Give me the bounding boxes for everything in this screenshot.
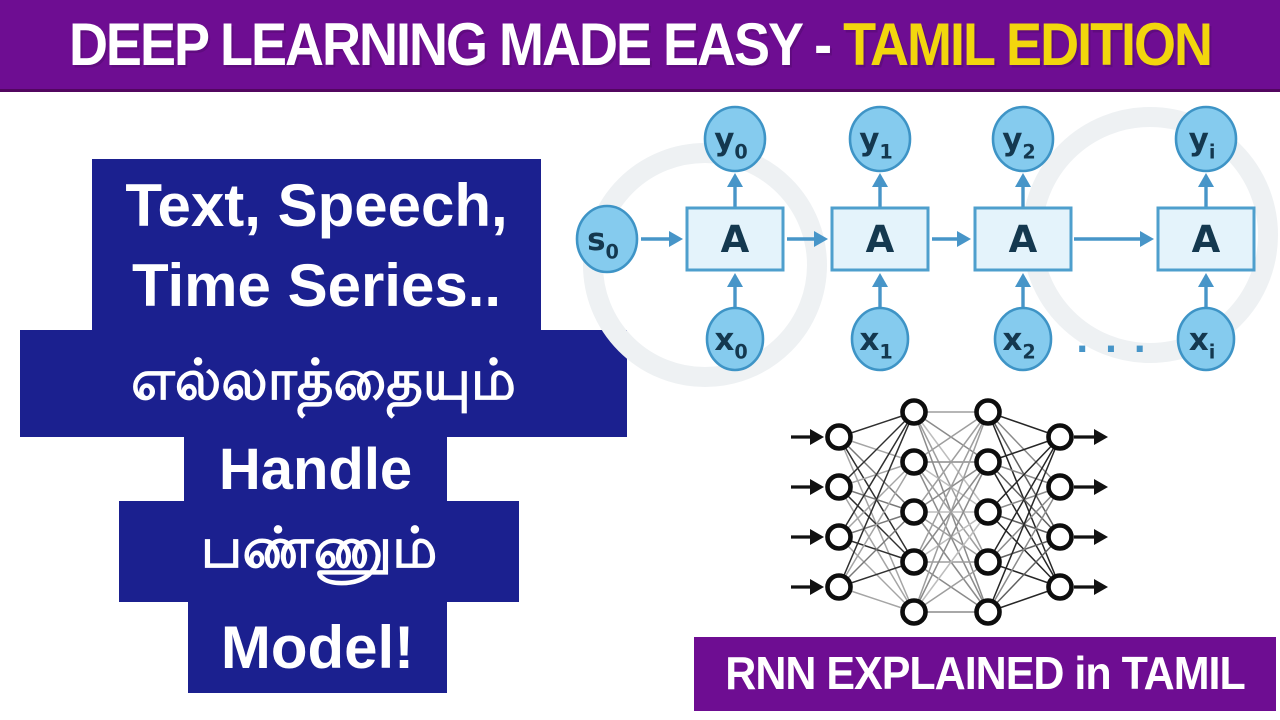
rnn-output-label: y0	[714, 122, 748, 164]
nn-node	[900, 598, 928, 626]
headline-box-2: எல்லாத்தையும்	[20, 330, 627, 437]
headline-line-5: பண்ணும்	[200, 516, 438, 579]
nn-node	[1046, 573, 1074, 601]
rnn-cell	[1156, 206, 1256, 272]
nn-node	[1046, 423, 1074, 451]
rnn-output-label: y1	[859, 122, 893, 164]
headline-line-1: Text, Speech,	[125, 171, 508, 239]
rnn-input-label: xi	[1189, 322, 1216, 364]
rnn-input-label: x0	[714, 322, 747, 364]
rnn-input-node	[1176, 306, 1236, 372]
headline-box-1: Text, Speech, Time Series..	[92, 159, 541, 332]
rnn-output-label: y2	[1002, 122, 1036, 164]
header-title: DEEP LEARNING MADE EASY - TAMIL EDITION	[68, 10, 1213, 79]
nn-node	[825, 573, 853, 601]
rnn-input-label: x2	[1002, 322, 1035, 364]
rnn-cell-label: A	[866, 218, 895, 261]
header-title-main: DEEP LEARNING MADE EASY -	[68, 10, 844, 79]
headline-line-4: Handle	[218, 436, 413, 502]
rnn-output-node	[703, 105, 767, 173]
nn-node	[974, 598, 1002, 626]
rnn-state-node	[575, 204, 639, 274]
headline-line-3: எல்லாத்தையும்	[131, 348, 516, 411]
rnn-input-label: x1	[859, 322, 892, 364]
nn-node	[900, 448, 928, 476]
neural-network-diagram	[680, 380, 1180, 640]
headline-box-3: Handle	[184, 436, 447, 502]
rnn-output-label: yi	[1189, 122, 1216, 164]
nn-node	[1046, 523, 1074, 551]
nn-node	[825, 473, 853, 501]
rnn-cell-label: A	[1192, 218, 1221, 261]
nn-node	[900, 398, 928, 426]
nn-node	[974, 498, 1002, 526]
rnn-cell-label: A	[1009, 218, 1038, 261]
rnn-input-node	[850, 306, 910, 372]
footer-badge-label: RNN EXPLAINED in TAMIL	[725, 647, 1245, 700]
headline-line-2: Time Series..	[131, 251, 502, 319]
nn-node	[974, 398, 1002, 426]
rnn-output-node	[1174, 105, 1238, 173]
rnn-input-node	[705, 306, 765, 372]
rnn-cell-label: A	[721, 218, 750, 261]
nn-node	[825, 423, 853, 451]
headline-box-5: Model!	[188, 602, 447, 693]
rnn-input-node	[993, 306, 1053, 372]
rnn-output-node	[991, 105, 1055, 173]
nn-node	[1046, 473, 1074, 501]
rnn-output-node	[848, 105, 912, 173]
header-banner: DEEP LEARNING MADE EASY - TAMIL EDITION	[0, 0, 1280, 92]
header-title-accent: TAMIL EDITION	[843, 10, 1213, 79]
rnn-cell	[973, 206, 1073, 272]
nn-node	[900, 498, 928, 526]
rnn-cell	[685, 206, 785, 272]
headline-line-6: Model!	[220, 614, 415, 681]
nn-node	[974, 548, 1002, 576]
rnn-ellipsis: . . .	[1076, 321, 1148, 361]
rnn-cell	[830, 206, 930, 272]
headline-box-4: பண்ணும்	[119, 501, 519, 602]
nn-node	[974, 448, 1002, 476]
footer-badge: RNN EXPLAINED in TAMIL	[694, 637, 1276, 711]
nn-node	[900, 548, 928, 576]
rnn-state-label: s0	[587, 222, 619, 264]
nn-node	[825, 523, 853, 551]
